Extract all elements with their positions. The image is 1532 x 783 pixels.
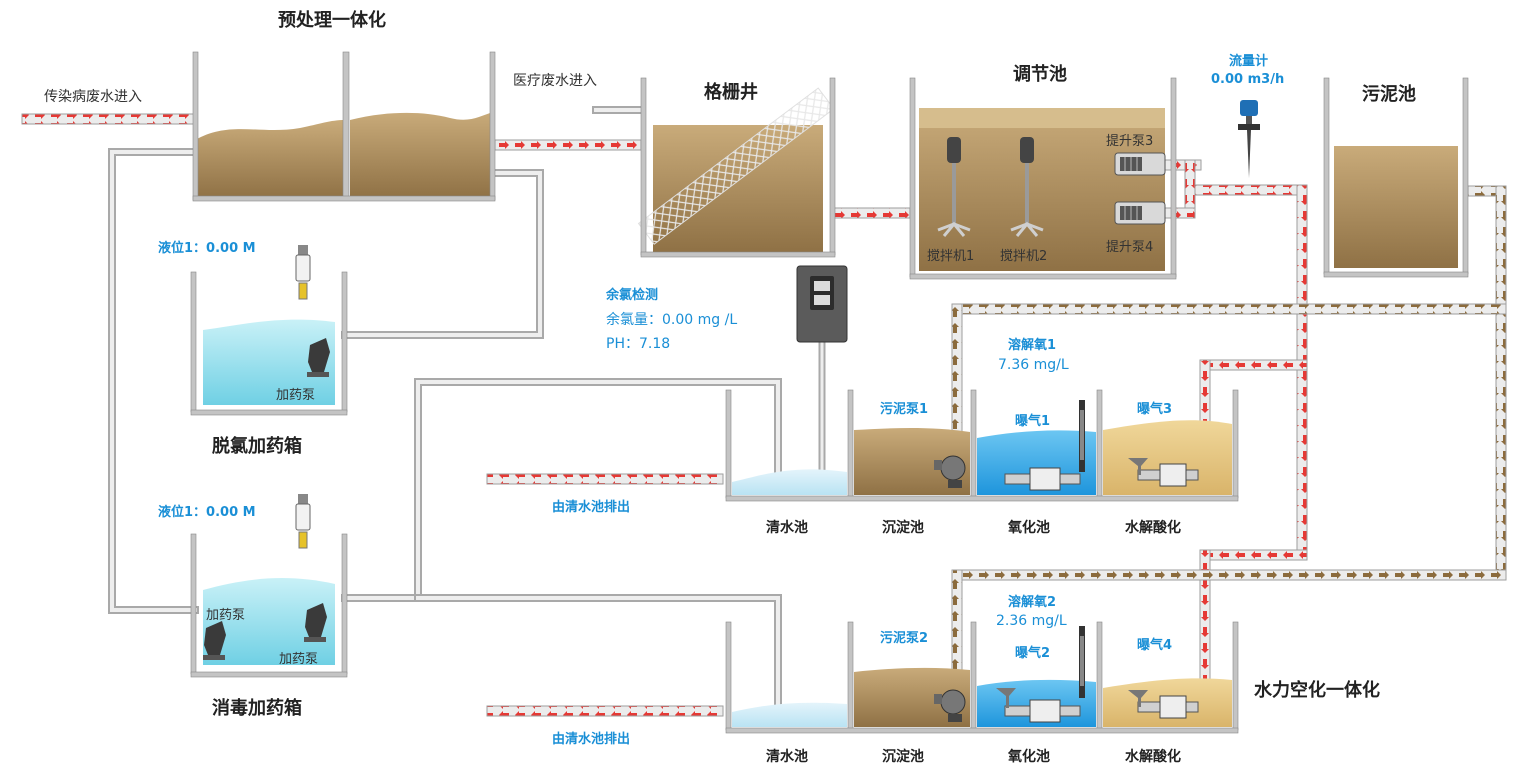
regulating-pool xyxy=(909,77,1177,280)
grey-pipes xyxy=(108,106,826,714)
tank-oxidation-2: 氧化池 xyxy=(1008,749,1050,765)
sludge-pump-1-icon xyxy=(934,455,966,488)
tank-oxidation-1: 氧化池 xyxy=(1008,520,1050,536)
tank-settling-2: 沉淀池 xyxy=(882,749,924,765)
sludge-pool xyxy=(1323,77,1469,278)
lift-pump-3-label: 提升泵3 xyxy=(1106,134,1154,149)
mixer-2-icon xyxy=(1010,137,1044,237)
dose-pump-label-right: 加药泵 xyxy=(279,652,319,667)
aeration-2-icon xyxy=(996,626,1085,723)
dechlorination-box-title: 脱氯加药箱 xyxy=(212,436,302,457)
flowmeter-icon xyxy=(1238,100,1260,178)
do-1-title: 溶解氧1 xyxy=(1008,338,1057,353)
aeration-1-label: 曝气1 xyxy=(1015,414,1051,429)
red-flow-pipes xyxy=(21,113,1308,717)
flowmeter-value: 0.00 m3/h xyxy=(1211,72,1285,87)
tank-clear-2: 清水池 xyxy=(766,749,808,765)
do-2-value: 2.36 mg/L xyxy=(996,613,1067,629)
tank-clear-1: 清水池 xyxy=(766,520,808,536)
disinfection-box xyxy=(190,494,348,678)
dose-pump-left-icon xyxy=(203,621,226,660)
pretreatment-title: 预处理一体化 xyxy=(278,10,386,31)
flowmeter-label: 流量计 xyxy=(1229,54,1269,69)
dechlorination-box xyxy=(190,245,348,416)
level-1-readout: 液位1：0.00 M xyxy=(158,241,256,256)
mixer-1-label: 搅拌机1 xyxy=(927,249,975,264)
do-1-value: 7.36 mg/L xyxy=(998,357,1069,373)
sludge-pool-title: 污泥池 xyxy=(1362,84,1416,105)
mixer-2-label: 搅拌机2 xyxy=(1000,249,1048,264)
aeration-4-label: 曝气4 xyxy=(1137,638,1173,653)
chlorine-title: 余氯检测 xyxy=(606,288,659,303)
level-sensor-1-icon xyxy=(295,245,311,300)
treatment-line-1 xyxy=(725,389,1239,502)
medical-inflow-label: 医疗废水进入 xyxy=(513,73,597,89)
lift-pump-4-icon xyxy=(1114,201,1166,225)
infectious-inflow-label: 传染病废水进入 xyxy=(44,89,142,105)
aeration-3-label: 曝气3 xyxy=(1137,402,1173,417)
disinfection-box-title: 消毒加药箱 xyxy=(212,698,302,719)
aeration-2-label: 曝气2 xyxy=(1015,646,1051,661)
aeration-3-icon xyxy=(1128,458,1199,487)
screen-well-title: 格栅井 xyxy=(704,82,758,103)
mixer-1-icon xyxy=(937,137,971,237)
screen-well-tank xyxy=(637,77,836,258)
ph-value: PH：7.18 xyxy=(606,336,671,352)
level-2-readout: 液位1：0.00 M xyxy=(158,505,256,520)
chlorine-analyzer-icon xyxy=(796,265,848,343)
tank-hydrolysis-2: 水解酸化 xyxy=(1125,749,1181,765)
aeration-4-icon xyxy=(1128,690,1199,719)
discharge-1-label: 由清水池排出 xyxy=(552,500,631,515)
aeration-1-icon xyxy=(1004,400,1085,491)
dose-pump-right-icon xyxy=(304,603,327,642)
do-2-title: 溶解氧2 xyxy=(1008,595,1057,610)
dose-pump-label-left: 加药泵 xyxy=(206,608,246,623)
tank-hydrolysis-1: 水解酸化 xyxy=(1125,520,1181,536)
pretreatment-tank xyxy=(192,51,496,202)
lift-pump-4-label: 提升泵4 xyxy=(1106,240,1154,255)
level-sensor-2-icon xyxy=(295,494,311,549)
chlorine-residual: 余氯量：0.00 mg /L xyxy=(606,312,738,328)
lift-pump-3-icon xyxy=(1114,152,1166,176)
sludge-pump-2-label: 污泥泵2 xyxy=(880,631,929,646)
hydro-integration-title: 水力空化一体化 xyxy=(1254,680,1380,701)
dose-pump-icon xyxy=(307,338,330,377)
treatment-line-2 xyxy=(725,621,1239,734)
sludge-pump-2-icon xyxy=(934,689,966,722)
discharge-2-label: 由清水池排出 xyxy=(552,732,631,747)
dose-pump-label-dechlor: 加药泵 xyxy=(276,388,316,403)
sludge-pump-1-label: 污泥泵1 xyxy=(880,402,929,417)
regulating-pool-title: 调节池 xyxy=(1013,64,1067,85)
tank-settling-1: 沉淀池 xyxy=(882,520,924,536)
